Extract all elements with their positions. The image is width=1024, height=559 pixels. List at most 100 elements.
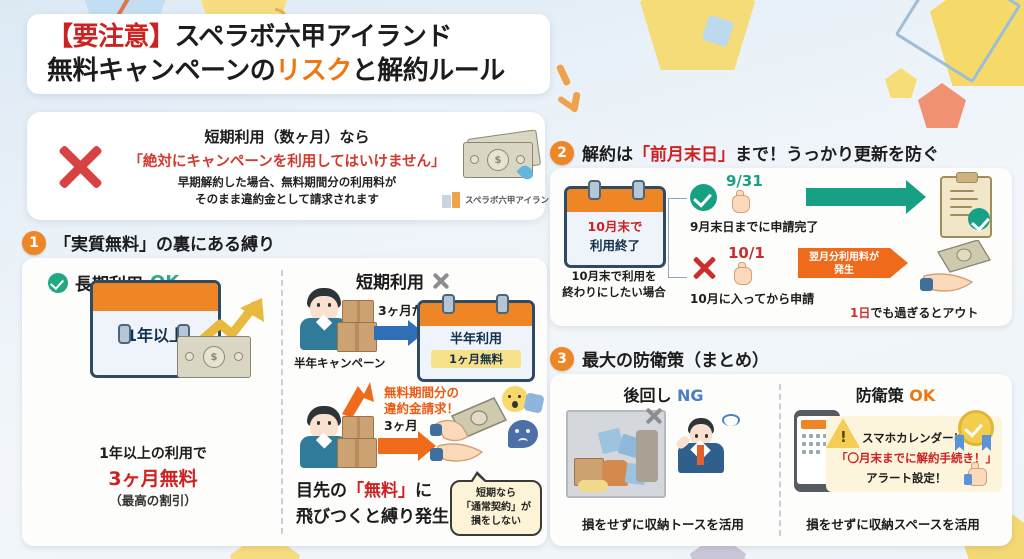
warning-heading: 短期利用（数ヶ月）なら: [204, 128, 370, 146]
title-line-1: 【要注意】スペラボ六甲アイランド: [47, 20, 550, 54]
section-1-header: 1 「実質無料」の裏にある縛り: [22, 230, 275, 255]
speech-blob-icon: [523, 392, 545, 414]
calendar-halfyear-label: 半年利用: [449, 332, 502, 348]
cal-cap-2: 終わりにしたい場合: [562, 285, 666, 300]
cardboard-box-3: [342, 416, 374, 442]
orange-arrow-body: [378, 438, 418, 454]
defense-ok-title: 防衛策 OK: [788, 382, 1003, 406]
hand-giving-money-icon: [430, 397, 508, 462]
worried-businessman-icon: [674, 416, 724, 482]
red-x-icon: [53, 140, 107, 194]
confetti-spark-orange: [555, 63, 572, 87]
title-brand: スペラボ六甲アイランド: [174, 21, 453, 52]
short-term-big-caption-2: 飛びつくと縛り発生: [296, 507, 449, 527]
title-seg-b: と解約ルール: [351, 56, 506, 86]
warn-rest: でも過ぎるとアウト: [870, 306, 979, 320]
cal3-ring-left: [588, 180, 601, 200]
ng-branch-label: 10月に入ってから申請: [690, 292, 815, 306]
confetti-spark-orange2: [570, 91, 581, 113]
hand-money-icon-s2: [920, 240, 991, 292]
clipboard-approved-icon: [940, 172, 992, 238]
title-caution-tag: 【要注意】: [47, 21, 175, 52]
brand-logo: スペラボ六甲アイランド: [442, 192, 557, 208]
long-term-caption-3: （最高の割引）: [109, 493, 197, 508]
warning-triangle-icon: [826, 418, 860, 448]
campaign-caption: 半年キャンペーン: [294, 356, 386, 370]
section-2-badge: 2: [550, 140, 574, 165]
confetti-yellow-right: [930, 0, 1024, 86]
calendar-label-1year: 1年以上: [125, 325, 186, 345]
warn-red-1day: 1日: [850, 306, 871, 320]
arrow-label-3months: 3ヶ月: [384, 418, 418, 433]
section-1-badge: 1: [22, 230, 46, 255]
gray-x-icon-room: [644, 406, 668, 430]
big-cap-c: に: [415, 481, 432, 501]
penalty-label-1: 無料期間分の: [384, 385, 460, 400]
calendar2-ring-right: [496, 294, 509, 314]
big-cap-free: 「無料」: [347, 481, 415, 501]
cardboard-box-4: [337, 438, 377, 468]
logo-text: スペラボ六甲アイランド: [465, 196, 558, 206]
calendar-oct-caption: 10月末で利用を 終わりにしたい場合: [554, 268, 674, 300]
warning-detail: 早期解約した場合、無料期間分の利用料が そのまま違約金として請求されます: [127, 174, 447, 207]
postpone-ng: NG: [677, 386, 704, 405]
title-card: 【要注意】スペラボ六甲アイランド 無料キャンペーンのリスクと解約ルール: [27, 14, 550, 94]
section-3-divider: [779, 384, 781, 536]
big-cap-a: 目先の: [296, 481, 347, 501]
short-term-label: 短期利用: [356, 273, 424, 293]
ok-branch-label: 9月末日までに申請完了: [690, 220, 819, 234]
section-2-header: 2 解約は「前月末日」まで！うっかり更新を防ぐ: [550, 140, 939, 165]
banknote-icon: $: [457, 129, 542, 183]
short-term-title: 短期利用: [356, 268, 451, 293]
pointing-hand-icon-ng: [732, 262, 752, 285]
confetti-outline-square: [894, 0, 1022, 84]
teal-arrow-head: [906, 180, 926, 214]
warning-card: 短期利用（数ヶ月）なら 「絶対にキャンペーンを利用してはいけません」 早期解約し…: [27, 112, 557, 220]
green-check-icon: [48, 272, 68, 293]
penalty-label-2: 違約金請求！: [384, 401, 460, 416]
orange-arrow-label: 翌月分利用料が 発生: [800, 251, 888, 277]
junk-cloth: [578, 480, 608, 492]
section-1-panel: 長期利用 OK 1年以上 $ 1年以上の利用で 3ヶ月無料 （最高の割引） 短期…: [22, 258, 547, 546]
postpone-label: 後回し: [623, 386, 672, 405]
section-2-title: 解約は「前月末日」まで！うっかり更新を防ぐ: [582, 140, 939, 165]
cal3-ring-right: [632, 180, 645, 200]
short-term-big-caption-1: 目先の「無料」に: [296, 480, 432, 503]
banknote-icon-left: $: [177, 336, 251, 378]
calendar-ring-left: [118, 324, 131, 344]
junk-bag: [636, 430, 658, 482]
arrow-text-1: 翌月分利用料が: [809, 252, 879, 263]
defense-caption: 損をせずに収納スペースを活用: [806, 517, 980, 532]
alert-note-line-3: アラート設定！: [866, 471, 947, 485]
section-2-title-b: まで！うっかり更新を防ぐ: [735, 145, 939, 165]
sad-face-icon: [508, 420, 538, 448]
section-1-title-b: の裏にある縛り: [156, 235, 275, 255]
date-9-31: 9/31: [726, 172, 763, 190]
section-3-badge: 3: [550, 346, 574, 371]
branch-bracket: [668, 198, 687, 278]
bubble-line-1: 短期なら: [476, 488, 516, 499]
orange-arrow-body-s2: [798, 248, 890, 278]
defense-ok: OK: [909, 386, 936, 405]
calendar-halfyear-icon: 半年利用 1ヶ月無料: [417, 300, 535, 382]
warning-detail-line-2: そのまま違約金として請求されます: [195, 191, 379, 206]
confetti-blue-small: [701, 14, 735, 48]
calendar-october-icon: 10月末で 利用終了: [564, 186, 666, 268]
bubble-line-3: 損をしない: [471, 515, 521, 527]
postpone-caption: 損をせずに収納トースを活用: [582, 517, 744, 532]
thumbs-up-icon: [964, 462, 987, 486]
confetti-orange: [918, 83, 966, 128]
section-2-title-red: 「前月末日」: [633, 145, 735, 165]
section-3-title: 最大の防衛策（まとめ）: [582, 351, 769, 371]
teal-arrow-body: [806, 188, 906, 206]
alert-note-line-1: スマホカレンダーに: [862, 431, 966, 445]
section-2-panel: 10月末で 利用終了 10月末で利用を 終わりにしたい場合 9/31 9月末日ま…: [550, 168, 1012, 326]
house-icon: [442, 192, 460, 208]
warning-detail-line-1: 早期解約した場合、無料期間分の利用料が: [177, 175, 397, 189]
orange-arrow-head-s2: [890, 248, 908, 278]
pointing-hand-icon-ok: [730, 190, 750, 213]
tip-bubble: 短期なら 「通常契約」が 損をしない: [450, 471, 542, 536]
warning-emphasis: 「絶対にキャンペーンを利用してはいけません」: [128, 154, 446, 170]
section-1-divider: [281, 270, 283, 534]
